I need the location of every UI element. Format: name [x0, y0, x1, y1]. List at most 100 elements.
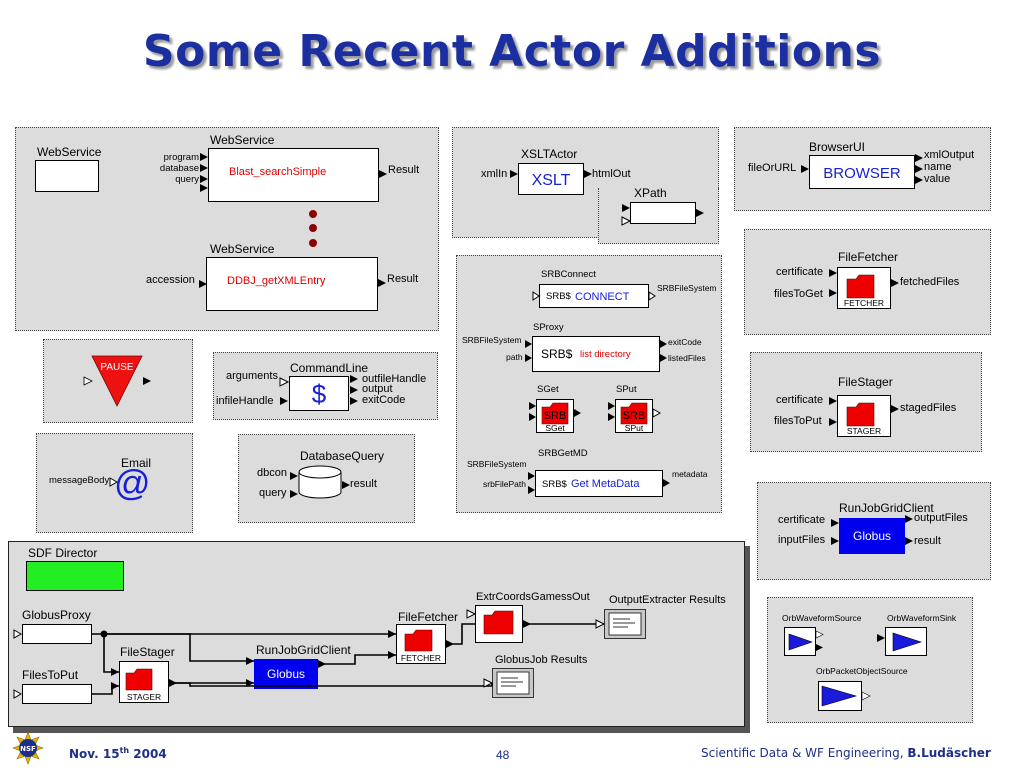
ws1-port-result: Result [388, 164, 420, 176]
browser-title: BrowserUI [809, 140, 866, 154]
cmd-port-arguments: arguments [226, 370, 278, 382]
xpath-actor[interactable] [630, 202, 696, 224]
wf-filestoput-label: FilesToPut [22, 668, 79, 682]
sget-caption: SGet [545, 423, 565, 433]
ws2-port-accession: accession [146, 274, 195, 286]
wf-stager-text: STAGER [126, 692, 162, 702]
wf-runjob-label: RunJobGridClient [256, 643, 351, 657]
ws1-port-query: query [175, 174, 199, 185]
xslt-port-xmlin: xmlIn [481, 168, 508, 180]
srbgetmd-port-srbfilepath: srbFilePath [483, 479, 526, 489]
wf-filefetcher-label: FileFetcher [398, 610, 459, 624]
workflow-port-arrows [13, 609, 606, 699]
footer-date: Nov. 15th 2004 [69, 746, 167, 761]
xslt-port-htmlout: htmlOut [592, 168, 631, 180]
display-window-icon [496, 612, 642, 695]
webservice-small-box[interactable] [35, 160, 99, 192]
commandline-port-arrows [279, 375, 358, 405]
wf-relation-dot [100, 630, 108, 638]
orb-sink-title: OrbWaveformSink [887, 613, 957, 623]
sput-title: SPut [616, 384, 637, 395]
email-port-messagebody: messageBody [49, 475, 110, 486]
sproxy-actor[interactable]: SRB$ list directory [532, 336, 660, 372]
commandline-symbol: $ [311, 379, 327, 409]
slide-title: Some Recent Actor Additions [142, 26, 882, 77]
wf-runjob-actor[interactable]: Globus [254, 659, 318, 689]
srbconnect-name: CONNECT [575, 291, 630, 303]
srbgetmd-name: Get MetaData [571, 478, 640, 490]
cmd-port-outfilehandle: outfileHandle [362, 373, 427, 385]
srbconnect-port-out: SRBFileSystem [657, 283, 717, 293]
sproxy-name: list directory [580, 349, 631, 360]
wf-director-box[interactable] [26, 561, 124, 591]
email-symbol[interactable]: @ [114, 462, 151, 503]
ws2-name: DDBJ_getXMLEntry [227, 275, 326, 287]
filefetcher-port-certificate: certificate [776, 266, 824, 278]
xslt-port-arrows [510, 170, 704, 226]
orb-panel [767, 597, 973, 723]
webservice1-title: WebService [210, 133, 275, 147]
runjob-port-arrows [831, 515, 913, 545]
xslt-name: XSLT [531, 172, 571, 189]
filestager-folder-icon [829, 397, 899, 427]
runjob-port-result: result [914, 535, 941, 547]
footer-credit: Scientific Data & WF Engineering, B.Ludä… [701, 746, 991, 760]
ws1-port-program: program [163, 152, 199, 163]
sproxy-port-exitcode: exitCode [668, 337, 702, 347]
sget-title: SGet [537, 384, 559, 395]
filestager-port-filestoput: filesToPut [774, 415, 822, 427]
footer-date-year: 2004 [129, 747, 167, 761]
orb-waveform-icon [788, 630, 922, 707]
browser-actor[interactable]: BROWSER [809, 155, 915, 189]
cmd-port-output: output [362, 383, 393, 395]
xslt-actor[interactable]: XSLT [518, 163, 584, 195]
sproxy-port-path: path [506, 352, 523, 362]
nsf-logo-text: NSF [20, 745, 36, 753]
dbquery-port-dbcon: dbcon [257, 467, 287, 479]
webservice2-actor[interactable]: DDBJ_getXMLEntry [206, 257, 378, 311]
wf-extr-label: ExtrCoordsGamessOut [476, 591, 590, 603]
srbconnect-title: SRBConnect [541, 269, 596, 280]
browser-port-name: name [924, 161, 952, 173]
wf-filestager-label: FileStager [120, 645, 175, 659]
wf-folder-icons [125, 610, 514, 691]
nsf-logo-icon: NSF [12, 731, 44, 765]
browser-port-value: value [924, 173, 951, 185]
footer-date-prefix: Nov. 15 [69, 747, 120, 761]
webservice2-title: WebService [210, 242, 275, 256]
page-number: 48 [496, 748, 510, 762]
sproxy-title: SProxy [533, 322, 564, 333]
footer-date-sup: th [119, 746, 130, 755]
filefetcher-title: FileFetcher [838, 250, 899, 264]
commandline-title: CommandLine [290, 361, 369, 375]
filestager-port-staged: stagedFiles [900, 402, 957, 414]
wf-filestoput-actor[interactable] [22, 684, 92, 704]
sput-icon-text: SRB [623, 410, 646, 422]
pause-triangle-icon: PAUSE [83, 355, 151, 407]
footer-credit-prefix: Scientific Data & WF Engineering, [701, 746, 908, 760]
email-title: Email [121, 456, 152, 470]
wf-director-label: SDF Director [28, 546, 98, 560]
orb-source-title: OrbWaveformSource [782, 613, 862, 623]
filefetcher-folder-icon [829, 269, 899, 299]
email-port-arrow [109, 477, 119, 487]
srbgetmd-prefix: SRB$ [542, 479, 567, 490]
wf-globusproxy-actor[interactable] [22, 624, 92, 644]
cmd-port-infilehandle: infileHandle [216, 395, 274, 407]
browser-port-xmloutput: xmlOutput [924, 149, 975, 161]
srbgetmd-actor[interactable]: SRB$ Get MetaData [535, 470, 663, 497]
wf-globus-results-label: GlobusJob Results [495, 654, 588, 666]
webservice1-actor[interactable]: Blast_searchSimple [208, 148, 379, 202]
xpath-title: XPath [634, 186, 667, 200]
wf-extr-results-label: OutputExtracter Results [609, 594, 726, 606]
runjob-actor[interactable]: Globus [839, 518, 905, 554]
wf-globusproxy-label: GlobusProxy [22, 608, 91, 622]
webservice-small-label: WebService [37, 145, 102, 159]
filestager-port-certificate: certificate [776, 394, 824, 406]
sproxy-port-srbfs: SRBFileSystem [462, 335, 522, 345]
srbconnect-prefix: SRB$ [546, 291, 571, 302]
commandline-actor[interactable]: $ [289, 376, 349, 411]
srb-port-arrows [525, 291, 670, 494]
browser-port-fileorurl: fileOrURL [748, 162, 797, 174]
